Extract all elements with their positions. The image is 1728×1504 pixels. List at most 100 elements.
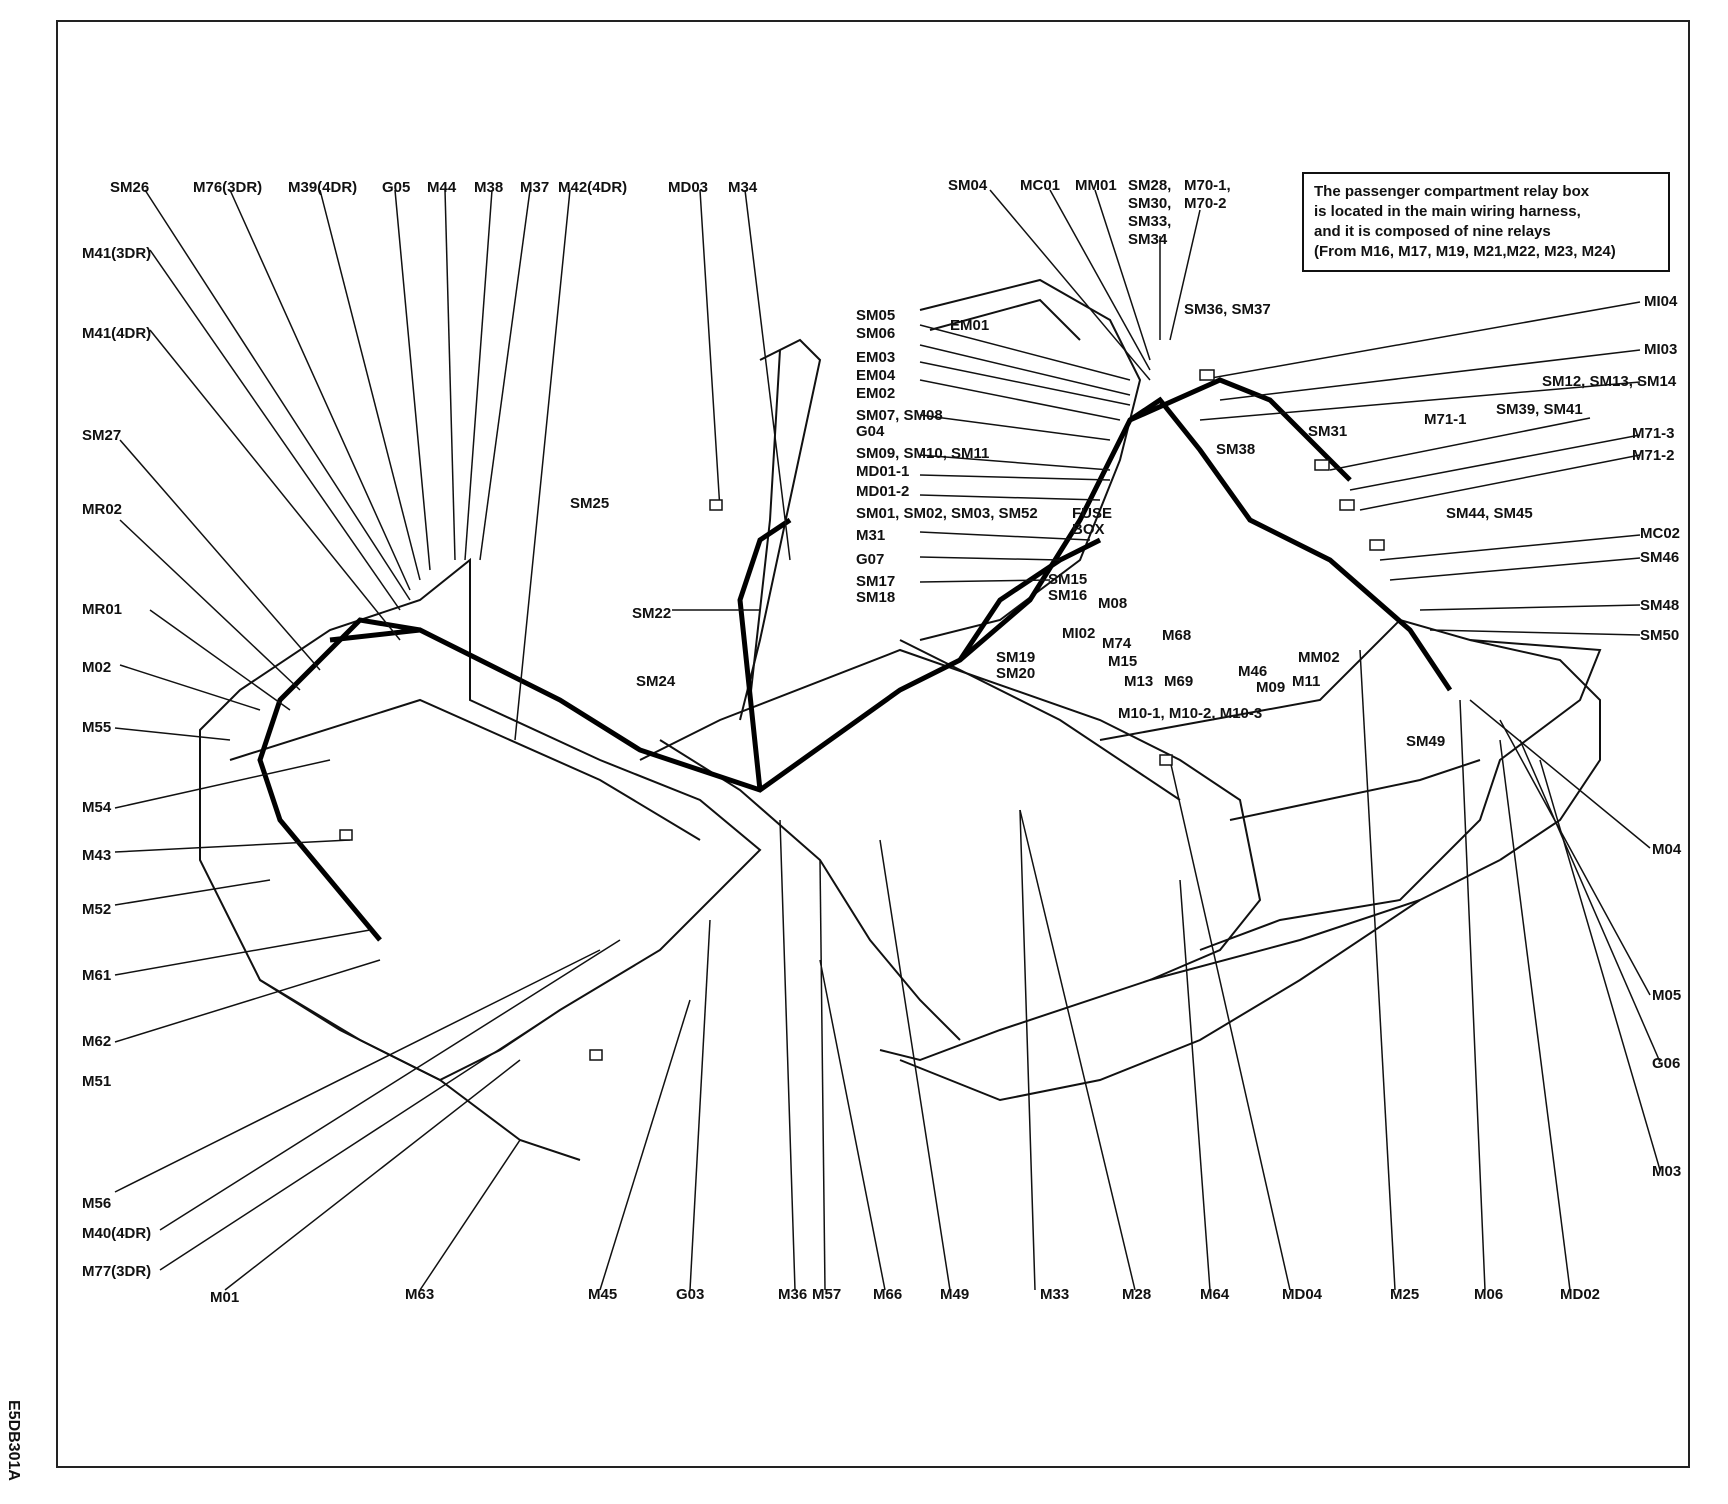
label-m34: M34	[728, 179, 758, 196]
label-em01: EM01	[950, 317, 990, 334]
label-sm48: SM48	[1640, 597, 1680, 614]
label-sm24: SM24	[636, 673, 676, 690]
note-line-1: The passenger compartment relay box	[1314, 183, 1590, 200]
label-m66: M66	[873, 1286, 903, 1303]
label-sm46: SM46	[1640, 549, 1680, 566]
label-m41-3dr: M41(3DR)	[82, 245, 152, 262]
label-m57: M57	[812, 1286, 842, 1303]
label-sm44-45: SM44, SM45	[1446, 505, 1533, 522]
label-m71-2: M71-2	[1632, 447, 1675, 464]
label-g03: G03	[676, 1286, 705, 1303]
label-sm28: SM28,	[1128, 177, 1172, 194]
label-mc02: MC02	[1640, 525, 1681, 542]
label-m56: M56	[82, 1195, 112, 1212]
leader-lines	[114, 189, 1661, 1291]
label-sm09-10-11: SM09, SM10, SM11	[856, 445, 990, 462]
relay-box-note: The passenger compartment relay box is l…	[1302, 172, 1670, 272]
figure-code: E5DB301A	[5, 1400, 22, 1481]
label-m28: M28	[1122, 1286, 1152, 1303]
label-m42-4dr: M42(4DR)	[558, 179, 628, 196]
label-sm17: SM17	[856, 573, 896, 590]
label-m02: M02	[82, 659, 112, 676]
fuse-box-label-line2: BOX	[1072, 521, 1105, 538]
note-line-2: is located in the main wiring harness,	[1314, 203, 1581, 220]
label-m70-1: M70-1,	[1184, 177, 1231, 194]
label-md02: MD02	[1560, 1286, 1601, 1303]
label-m13: M13	[1124, 673, 1154, 690]
label-m39-4dr: M39(4DR)	[288, 179, 358, 196]
label-m61: M61	[82, 967, 112, 984]
label-sm33: SM33,	[1128, 213, 1172, 230]
label-md03: MD03	[668, 179, 709, 196]
label-m52: M52	[82, 901, 112, 918]
wiring-harness	[257, 377, 1453, 942]
label-sm15: SM15	[1048, 571, 1088, 588]
note-line-4: (From M16, M17, M19, M21,M22, M23, M24)	[1314, 243, 1616, 260]
label-sm07-08: SM07, SM08	[856, 407, 943, 424]
label-m64: M64	[1200, 1286, 1230, 1303]
label-md04: MD04	[1282, 1286, 1323, 1303]
label-m05: M05	[1652, 987, 1682, 1004]
fuse-box-label-line1: FUSE	[1072, 505, 1113, 522]
label-m01: M01	[210, 1289, 240, 1306]
label-m25: M25	[1390, 1286, 1420, 1303]
label-m04: M04	[1652, 841, 1682, 858]
label-sm34: SM34	[1128, 231, 1168, 248]
label-md01-2: MD01-2	[856, 483, 910, 500]
label-sm50: SM50	[1640, 627, 1680, 644]
vehicle-body-outline	[199, 278, 1602, 1161]
label-m45: M45	[588, 1286, 618, 1303]
label-mm01: MM01	[1075, 177, 1117, 194]
label-sm04: SM04	[948, 177, 988, 194]
label-g04: G04	[856, 423, 885, 440]
label-g05: G05	[382, 179, 411, 196]
label-sm49: SM49	[1406, 733, 1446, 750]
label-sm31: SM31	[1308, 423, 1348, 440]
label-sm26: SM26	[110, 179, 150, 196]
label-m62: M62	[82, 1033, 112, 1050]
label-m46: M46	[1238, 663, 1268, 680]
label-m09: M09	[1256, 679, 1286, 696]
label-m40-4dr: M40(4DR)	[82, 1225, 152, 1242]
label-m76-3dr: M76(3DR)	[193, 179, 263, 196]
label-m44: M44	[427, 179, 457, 196]
label-m70-2: M70-2	[1184, 195, 1227, 212]
label-em02: EM02	[856, 385, 896, 402]
label-mi03: MI03	[1644, 341, 1678, 358]
label-m71-3: M71-3	[1632, 425, 1675, 442]
label-sm19: SM19	[996, 649, 1036, 666]
label-mi02: MI02	[1062, 625, 1096, 642]
label-m06: M06	[1474, 1286, 1504, 1303]
label-sm38: SM38	[1216, 441, 1256, 458]
label-m36: M36	[778, 1286, 808, 1303]
label-sm06: SM06	[856, 325, 896, 342]
label-m15: M15	[1108, 653, 1138, 670]
label-m33: M33	[1040, 1286, 1070, 1303]
label-m54: M54	[82, 799, 112, 816]
label-m51: M51	[82, 1073, 112, 1090]
label-g07: G07	[856, 551, 885, 568]
label-m37: M37	[520, 179, 550, 196]
label-sm27: SM27	[82, 427, 122, 444]
diagram-frame	[56, 20, 1690, 1468]
label-em04: EM04	[856, 367, 896, 384]
label-m38: M38	[474, 179, 504, 196]
label-m08: M08	[1098, 595, 1128, 612]
label-em03: EM03	[856, 349, 896, 366]
note-line-3: and it is composed of nine relays	[1314, 223, 1551, 240]
label-mm02: MM02	[1298, 649, 1340, 666]
label-m49: M49	[940, 1286, 970, 1303]
label-sm30: SM30,	[1128, 195, 1172, 212]
label-mr02: MR02	[82, 501, 123, 518]
label-m63: M63	[405, 1286, 435, 1303]
connector-blocks	[339, 369, 1385, 1061]
label-sm01-02-03-52: SM01, SM02, SM03, SM52	[856, 505, 1038, 522]
label-m41-4dr: M41(4DR)	[82, 325, 152, 342]
label-sm20: SM20	[996, 665, 1036, 682]
label-m68: M68	[1162, 627, 1192, 644]
label-m43: M43	[82, 847, 112, 864]
label-m69: M69	[1164, 673, 1194, 690]
label-m74: M74	[1102, 635, 1132, 652]
label-m55: M55	[82, 719, 112, 736]
